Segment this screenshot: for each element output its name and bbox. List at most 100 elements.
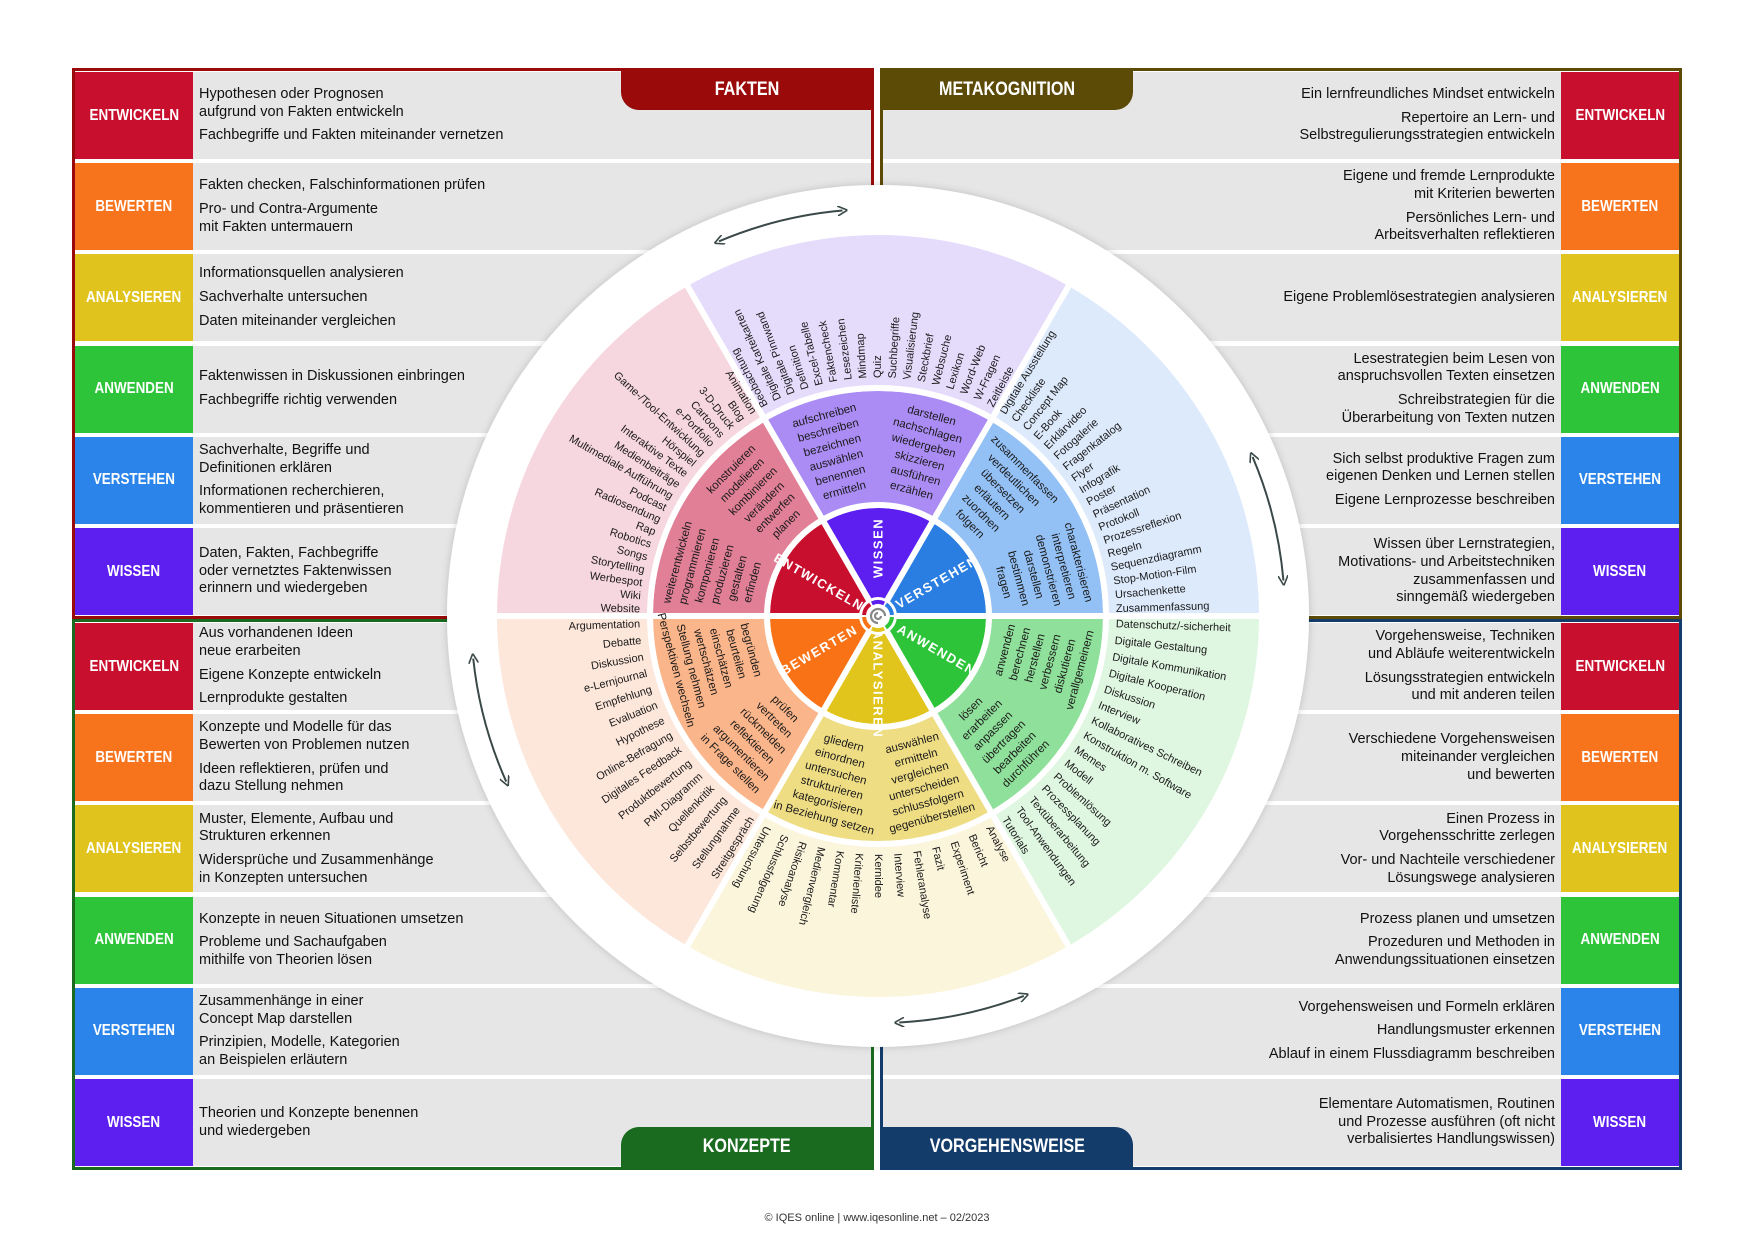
competence-list: Muster, Elemente, Aufbau und Strukturen … [199,805,434,892]
competence-list: Sich selbst produktive Fragen zum eigene… [1326,437,1555,524]
competence-item: Theorien und Konzepte benennen und wiede… [199,1104,419,1139]
competence-item: Konzepte in neuen Situationen umsetzen [199,910,464,927]
competence-item: Pro- und Contra-Argumente mit Fakten unt… [199,200,378,235]
competence-list: Wissen über Lernstrategien, Motivations-… [1338,528,1555,615]
competence-list: Eigene und fremde Lernprodukte mit Krite… [1343,163,1555,250]
competence-item: Vorgehensweisen und Formeln erklären [1298,998,1555,1015]
competence-item: Sachverhalte untersuchen [199,289,368,306]
level-label-text: ANALYSIEREN [1572,288,1668,306]
level-label: VERSTEHEN [1561,987,1679,1075]
competence-item: Hypothesen oder Prognosen aufgrund von F… [199,85,404,120]
level-label-text: VERSTEHEN [1578,471,1662,489]
competence-item: Einen Prozess in Vorgehensschritte zerle… [1379,810,1555,845]
level-label-text: WISSEN [1593,1113,1647,1131]
product-ring-segment [490,279,769,619]
level-label: VERSTEHEN [75,987,193,1075]
product-item: Website [600,602,640,615]
product-ring-segment [681,229,1075,423]
level-label-text: BEWERTEN [1581,197,1659,215]
level-label-text: ANWENDEN [1580,931,1660,949]
level-label: BEWERTEN [1561,163,1679,251]
product-item: Kriterienliste [848,853,865,914]
product-item: Mindmap [855,333,870,379]
quadrant-title-konzepte: KONZEPTE [621,1127,872,1167]
competence-item: Prinzipien, Modelle, Kategorien an Beisp… [199,1034,400,1068]
cycle-arrow-icon [1253,457,1284,581]
competence-list: Hypothesen oder Prognosen aufgrund von F… [199,72,503,159]
competence-list: Daten, Fakten, Fachbegriffe oder vernetz… [199,528,392,615]
level-label-text: VERSTEHEN [92,1022,176,1040]
sector-bewerten: BEWERTENbegründenbeurteileneinschätzenwe… [490,612,884,953]
competence-item: Konzepte und Modelle für das Bewerten vo… [199,719,410,753]
level-label-text: ANWENDEN [94,931,174,949]
level-label: BEWERTEN [1561,714,1679,802]
competence-list: Einen Prozess in Vorgehensschritte zerle… [1341,805,1555,892]
product-item: Zusammenfassung [1116,600,1210,615]
competence-item: Probleme und Sachaufgaben mithilfe von T… [199,934,387,968]
competence-item: Eigene Konzepte entwickeln [199,666,382,683]
competence-item: Eigene und fremde Lernprodukte mit Krite… [1342,168,1555,202]
competence-list: Verschiedene Vorgehensweisen miteinander… [1349,714,1555,801]
level-label-text: BEWERTEN [1581,748,1659,766]
competence-item: Lesestrategien beim Lesen von anspruchsv… [1337,350,1555,385]
product-item: Argumentation [568,618,640,632]
competence-item: Ablauf in einem Flussdiagramm beschreibe… [1268,1046,1555,1063]
competence-item: Handlungsmuster erkennen [1376,1022,1555,1039]
level-label: ANALYSIEREN [1561,254,1679,342]
level-name: WISSEN [871,518,886,578]
competence-list: Konzepte und Modelle für das Bewerten vo… [199,714,409,801]
competence-item: Informationen recherchieren, kommentiere… [199,483,404,517]
sector-entwickeln: ENTWICKELNkonstruierenmodelierenkombinie… [490,279,884,619]
level-label-text: ANALYSIEREN [86,288,182,306]
competence-item: Prozess planen und umsetzen [1359,910,1555,927]
level-label: ENTWICKELN [75,623,193,710]
quadrant-title-text: KONZEPTE [702,1136,791,1157]
competence-list: Eigene Problemlösestrategien analysieren [1283,254,1555,341]
competence-list: Vorgehensweise, Techniken und Abläufe we… [1365,623,1555,710]
competence-item: Aus vorhandenen Ideen neue erarbeiten [199,625,353,659]
level-label: ANWENDEN [1561,345,1679,433]
quadrant-title-text: METAKOGNITION [939,79,1076,100]
level-label: ANWENDEN [75,896,193,984]
level-label-text: ANALYSIEREN [86,839,182,857]
product-item: Fazit [929,846,946,872]
competence-item: Sachverhalte, Begriffe und Definitionen … [199,441,370,476]
level-label: ENTWICKELN [1561,623,1679,710]
level-label: WISSEN [75,1079,193,1166]
quadrant-title-text: VORGEHENSWEISE [929,1136,1086,1157]
competence-item: Ein lernfreundliches Mindset entwickeln [1301,85,1555,102]
cycle-arrow-icon [473,659,506,782]
competence-item: Elementare Automatismen, Routinen und Pr… [1318,1095,1555,1148]
quadrant-title-metakognition: METAKOGNITION [882,70,1133,110]
center-logo-icon [859,597,897,635]
competence-item: Lösungsstrategien entwickeln und mit and… [1364,669,1555,704]
sector-analysieren: ANALYSIERENgliederneinordnenuntersuchens… [681,609,1075,1003]
competence-list: Fakten checken, Falschinformationen prüf… [199,163,485,250]
level-label-text: WISSEN [107,1113,161,1131]
competence-item: Persönliches Lern- und Arbeitsverhalten … [1374,209,1555,244]
product-ring-segment [490,613,769,953]
product-ring-segment [681,809,1075,1003]
level-label-text: WISSEN [1593,562,1647,580]
competence-list: Elementare Automatismen, Routinen und Pr… [1319,1079,1555,1166]
level-label-text: ENTWICKELN [89,657,179,675]
product-item: Kernidee [872,854,884,898]
cycle-arrow-icon [899,996,1024,1022]
competence-item: Widersprüche und Zusammenhänge in Konzep… [199,851,434,886]
level-label: WISSEN [75,528,193,615]
competence-list: Theorien und Konzepte benennen und wiede… [199,1079,418,1166]
sector-anwenden: ANWENDENlösenerarbeitenanpassenübertrage… [872,613,1266,953]
level-label-text: ANALYSIEREN [1572,839,1668,857]
level-label: VERSTEHEN [75,436,193,524]
product-item: Datenschutz/-sicherheit [1116,618,1231,634]
level-label: ANWENDEN [1561,896,1679,984]
level-label: VERSTEHEN [1561,436,1679,524]
